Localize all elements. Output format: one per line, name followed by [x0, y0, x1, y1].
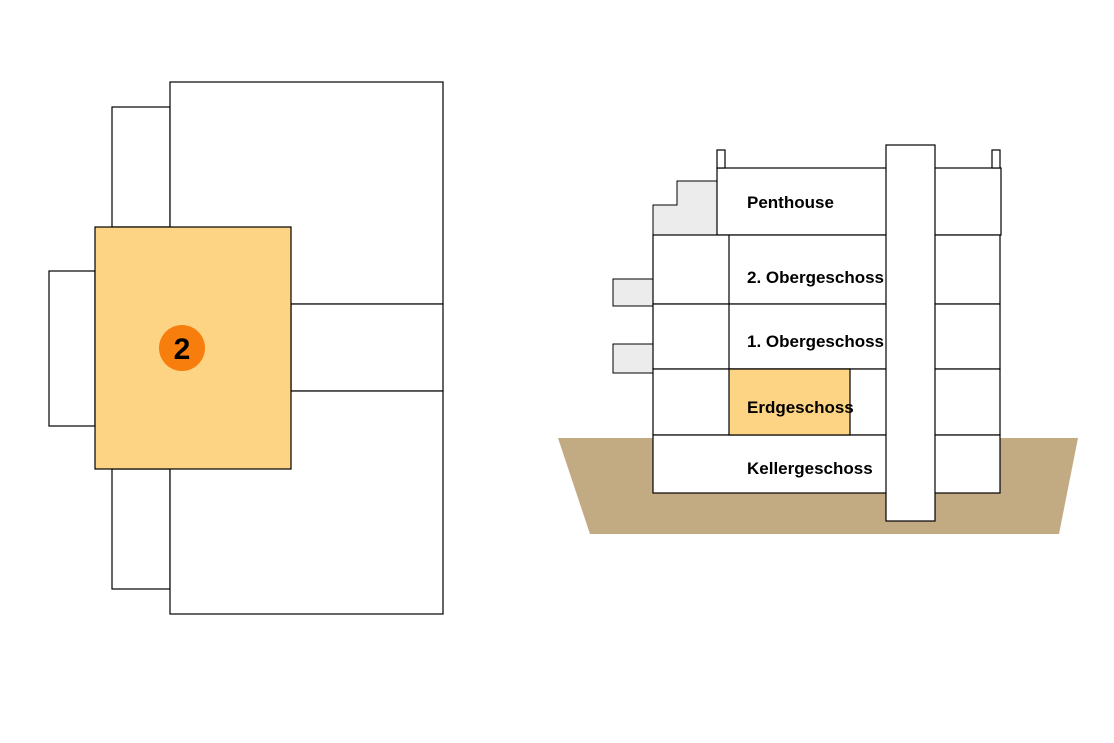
plan-wing-far-left [48, 270, 96, 427]
label-og1: 1. Obergeschoss [747, 332, 884, 351]
penthouse-terrace-step [652, 180, 718, 243]
parapet-left [716, 149, 726, 169]
floor-kg [652, 434, 1001, 494]
label-kg: Kellergeschoss [747, 459, 873, 478]
section-highlighted-unit [728, 368, 851, 436]
unit-badge-number: 2 [174, 333, 191, 366]
floor-penthouse [716, 167, 1002, 236]
unit-badge-circle [159, 325, 205, 371]
plan-wing-lower-left [111, 468, 171, 590]
plan-block-middle [290, 303, 444, 392]
building-section: Penthouse 2. Obergeschoss 1. Obergeschos… [558, 144, 1078, 534]
label-penthouse: Penthouse [747, 193, 834, 212]
floor-og2 [652, 234, 1001, 305]
label-og2: 2. Obergeschoss [747, 268, 884, 287]
parapet-right [991, 149, 1001, 169]
balcony-og1-outer [612, 343, 654, 374]
floor-plan [48, 81, 444, 615]
floor-og1 [652, 303, 1001, 370]
plan-wing-upper-left [111, 106, 171, 228]
roof-parapets [716, 149, 1001, 169]
label-eg: Erdgeschoss [747, 398, 854, 417]
unit-badge: 2 [159, 325, 205, 371]
stair-core [885, 144, 936, 522]
balcony-og2-outer [612, 278, 654, 307]
floor-labels: Penthouse 2. Obergeschoss 1. Obergeschos… [747, 193, 884, 478]
